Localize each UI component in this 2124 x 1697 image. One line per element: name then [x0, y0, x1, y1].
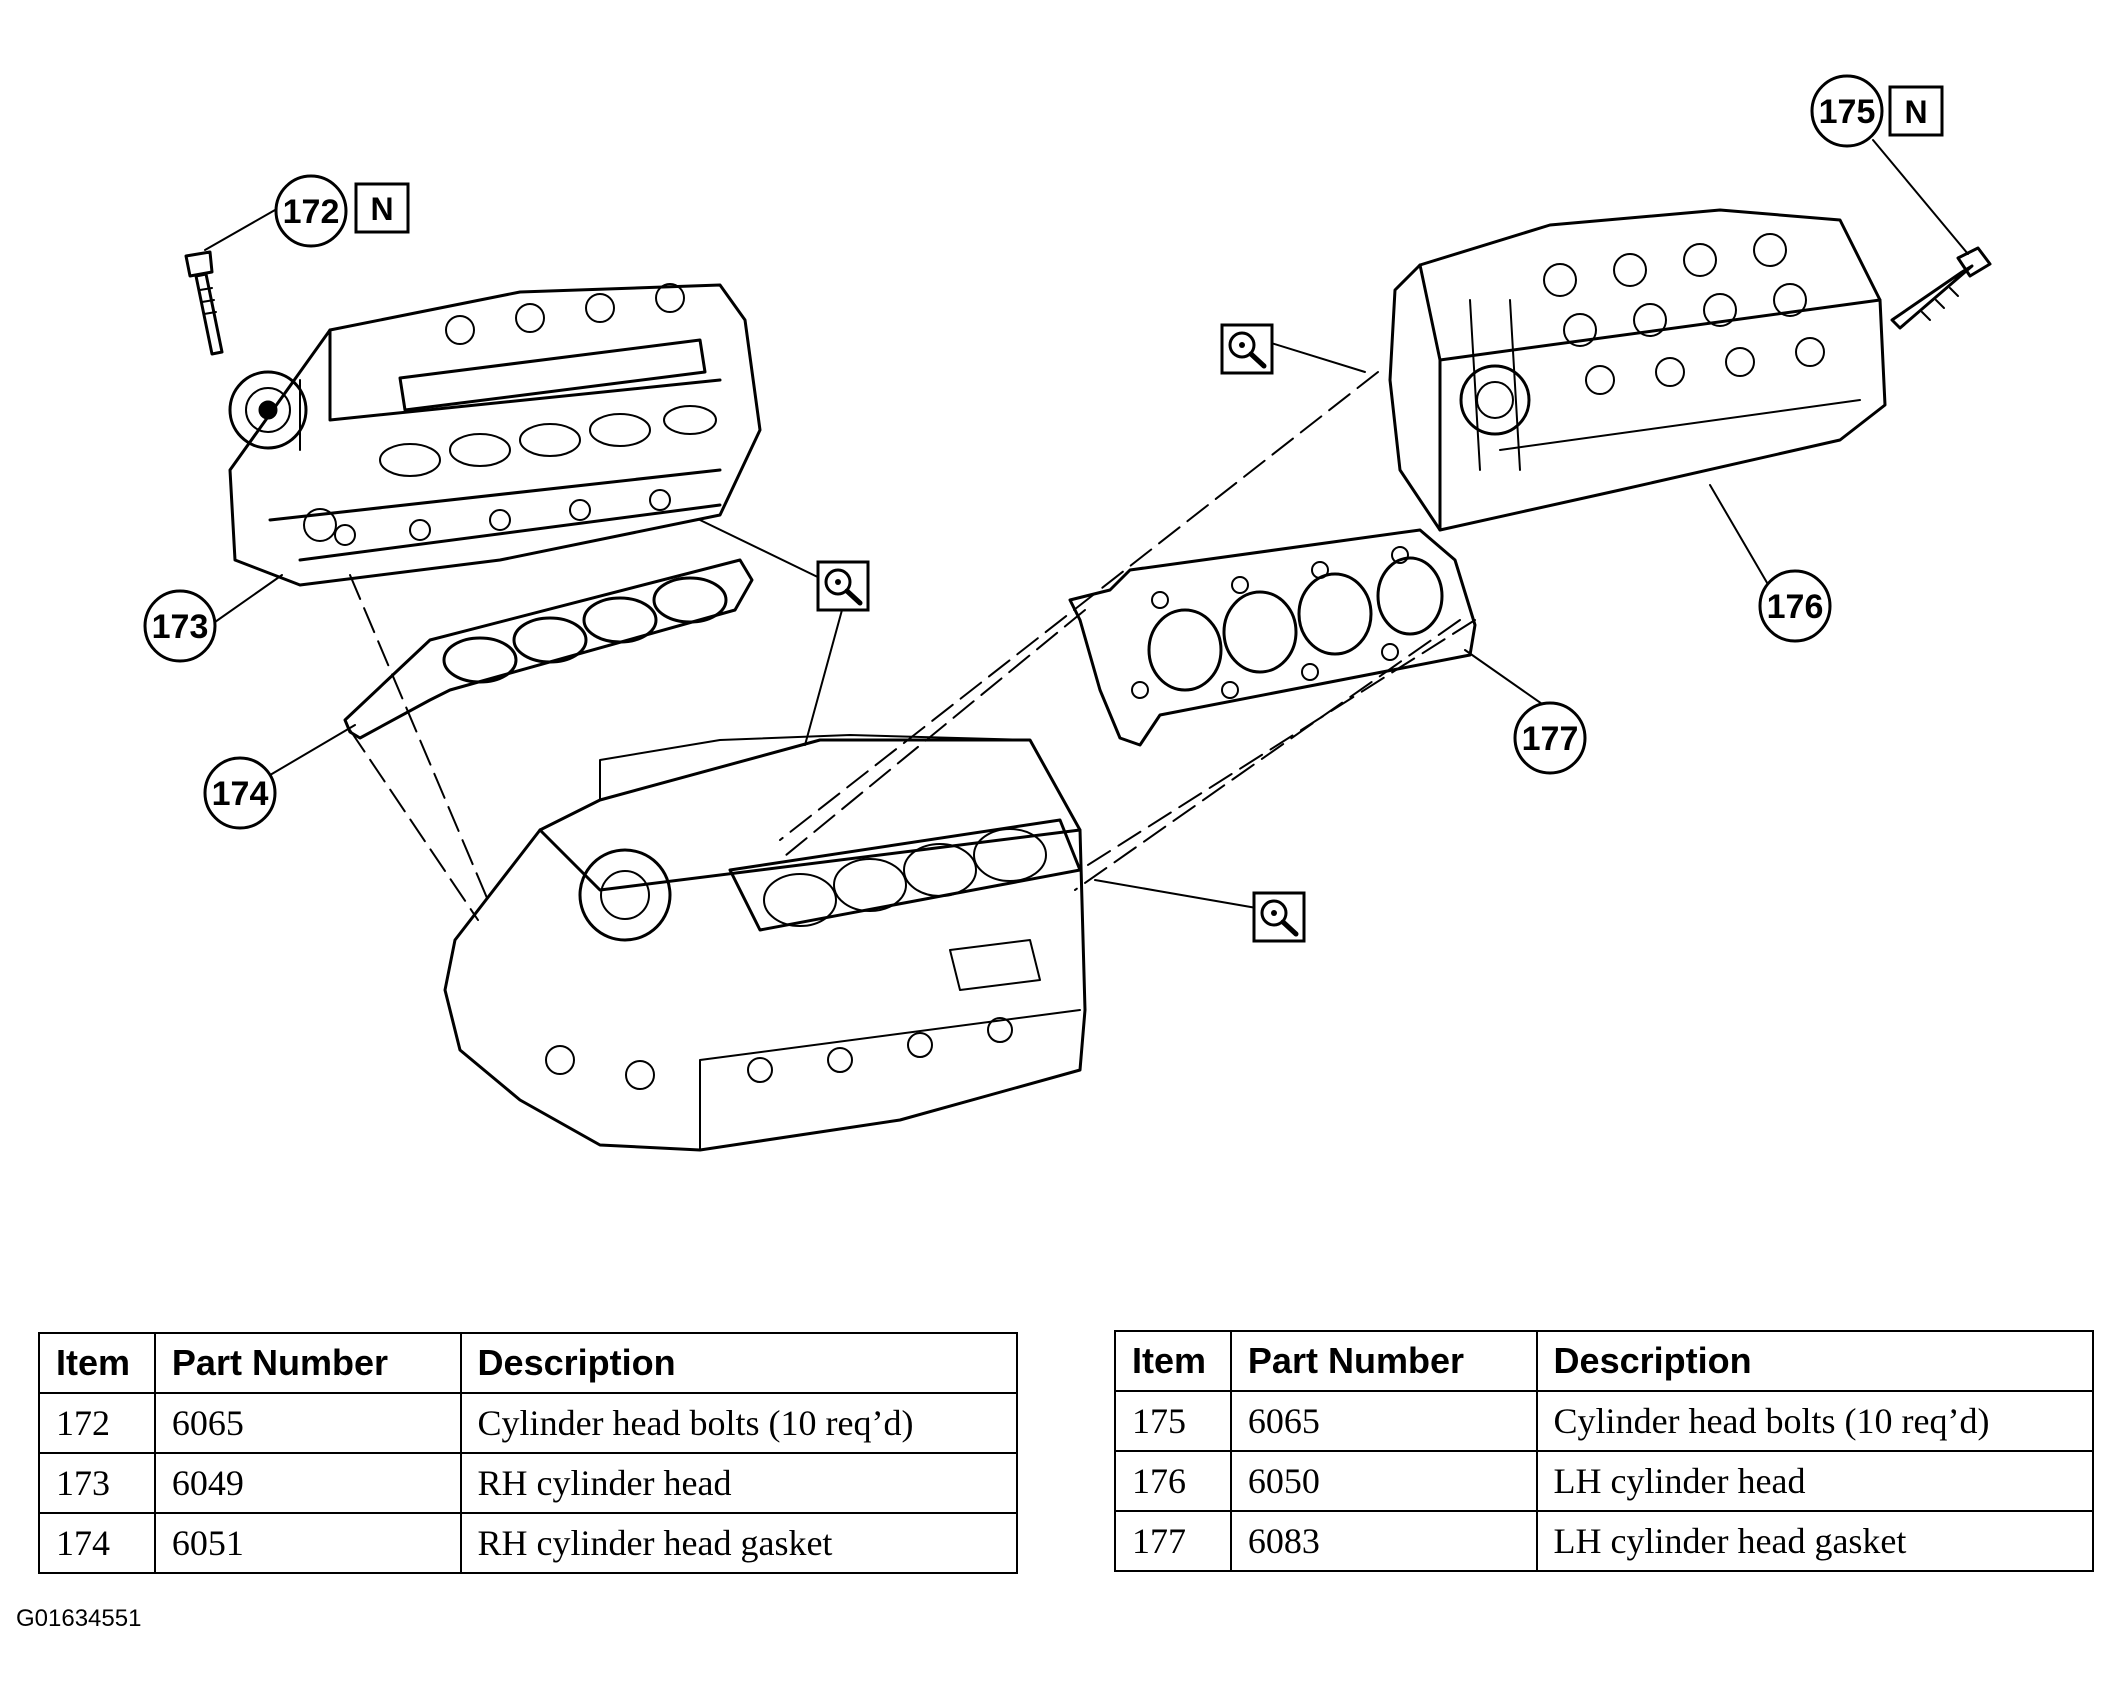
table-row: 176 6050 LH cylinder head: [1114, 1450, 2095, 1512]
magnifier-inspect-icon: [1252, 891, 1306, 943]
new-part-label-172: N: [370, 191, 393, 227]
callout-176: 176: [1758, 569, 1832, 643]
cell-item: 174: [38, 1512, 156, 1574]
new-part-label-175: N: [1904, 94, 1927, 130]
table-header-row: Item Part Number Description: [1114, 1330, 2095, 1392]
column-header-part-number: Part Number: [153, 1332, 462, 1394]
cell-part-number: 6051: [153, 1512, 462, 1574]
callout-177-label: 177: [1522, 720, 1579, 758]
callout-177: 177: [1513, 701, 1587, 775]
cell-item: 172: [38, 1392, 156, 1454]
cell-description: LH cylinder head: [1535, 1450, 2095, 1512]
cell-item: 177: [1114, 1510, 1232, 1572]
callout-172-label: 172: [283, 193, 340, 231]
figure-id: G01634551: [16, 1605, 142, 1632]
rh-head-gasket: [343, 558, 754, 740]
callout-176-label: 176: [1767, 588, 1824, 626]
column-header-item: Item: [38, 1332, 156, 1394]
callout-175: 175: [1810, 74, 1884, 148]
rh-head-bolt: [184, 250, 224, 356]
cell-part-number: 6049: [153, 1452, 462, 1514]
table-row: 175 6065 Cylinder head bolts (10 req’d): [1114, 1390, 2095, 1452]
lh-cylinder-head: [1388, 208, 1887, 532]
column-header-description: Description: [1535, 1330, 2095, 1392]
cell-description: LH cylinder head gasket: [1535, 1510, 2095, 1572]
cell-item: 176: [1114, 1450, 1232, 1512]
cell-description: RH cylinder head: [459, 1452, 1019, 1514]
cell-part-number: 6065: [153, 1392, 462, 1454]
magnifier-inspect-icon: [1220, 323, 1274, 375]
alignment-lines: [349, 371, 1476, 921]
callout-173: 173: [143, 589, 217, 663]
engine-block: [443, 734, 1087, 1152]
leader-lines: [204, 139, 1969, 911]
callout-173-label: 173: [152, 608, 209, 646]
rh-cylinder-head: [228, 283, 762, 587]
cell-description: Cylinder head bolts (10 req’d): [459, 1392, 1019, 1454]
table-row: 172 6065 Cylinder head bolts (10 req’d): [38, 1392, 1019, 1454]
table-row: 173 6049 RH cylinder head: [38, 1452, 1019, 1514]
new-part-box-172: N: [354, 182, 410, 234]
cell-item: 173: [38, 1452, 156, 1514]
table-row: 174 6051 RH cylinder head gasket: [38, 1512, 1019, 1574]
callout-175-label: 175: [1819, 93, 1876, 131]
table-header-row: Item Part Number Description: [38, 1332, 1019, 1394]
cell-part-number: 6083: [1229, 1510, 1538, 1572]
cell-item: 175: [1114, 1390, 1232, 1452]
magnifier-inspect-icon: [816, 560, 870, 612]
new-part-box-175: N: [1888, 85, 1944, 137]
callout-172: 172: [274, 174, 348, 248]
cell-part-number: 6065: [1229, 1390, 1538, 1452]
column-header-part-number: Part Number: [1229, 1330, 1538, 1392]
column-header-item: Item: [1114, 1330, 1232, 1392]
callout-174: 174: [203, 756, 277, 830]
table-row: 177 6083 LH cylinder head gasket: [1114, 1510, 2095, 1572]
parts-table-left: Item Part Number Description 172 6065 Cy…: [38, 1332, 1019, 1574]
lh-head-gasket: [1068, 528, 1477, 747]
lh-head-bolt: [1890, 246, 1992, 330]
cell-description: RH cylinder head gasket: [459, 1512, 1019, 1574]
column-header-description: Description: [459, 1332, 1019, 1394]
cell-part-number: 6050: [1229, 1450, 1538, 1512]
parts-table-right: Item Part Number Description 175 6065 Cy…: [1114, 1330, 2095, 1572]
callout-174-label: 174: [212, 775, 269, 813]
cell-description: Cylinder head bolts (10 req’d): [1535, 1390, 2095, 1452]
